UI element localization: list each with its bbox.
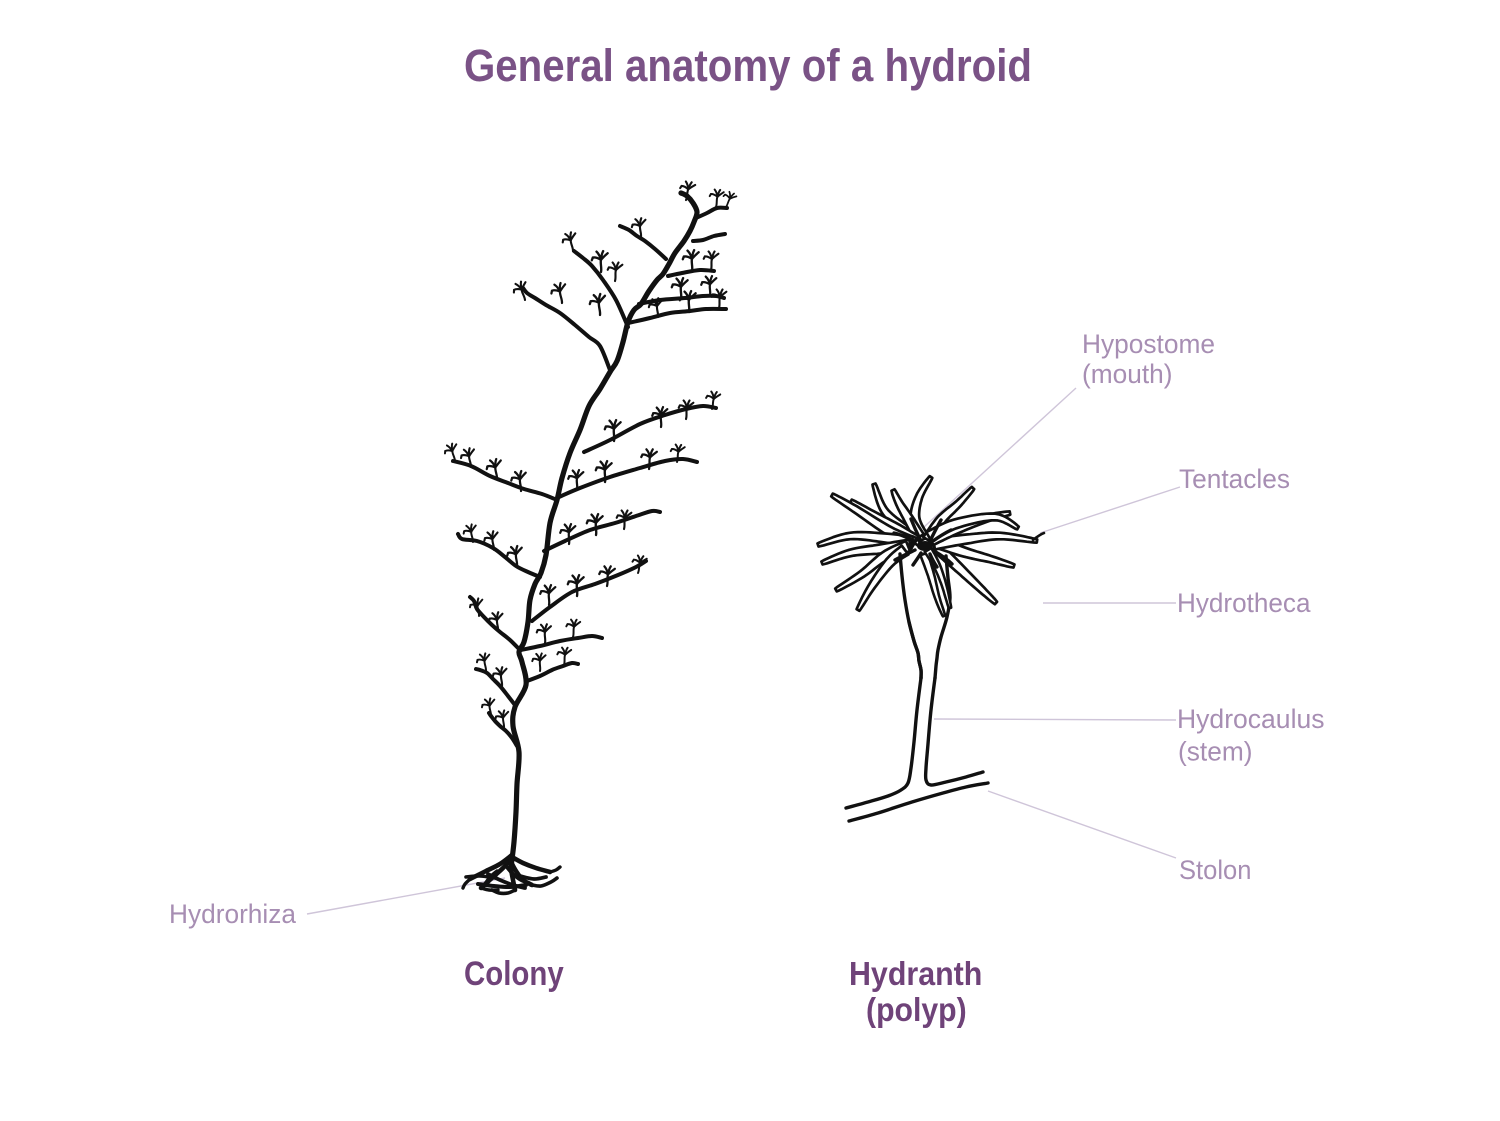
svg-text:(stem): (stem) [1178, 737, 1253, 767]
svg-text:Hypostome: Hypostome [1082, 329, 1215, 359]
svg-text:Hydranth: Hydranth [849, 956, 982, 993]
svg-text:Colony: Colony [464, 955, 564, 993]
svg-text:Hydrorhiza: Hydrorhiza [169, 899, 297, 929]
svg-text:General anatomy of a hydroid: General anatomy of a hydroid [464, 40, 1032, 91]
svg-text:Stolon: Stolon [1179, 855, 1251, 885]
svg-text:(polyp): (polyp) [866, 992, 967, 1029]
svg-text:Hydrocaulus: Hydrocaulus [1177, 704, 1325, 734]
svg-text:(mouth): (mouth) [1082, 359, 1173, 389]
svg-text:Hydrotheca: Hydrotheca [1177, 588, 1311, 618]
svg-text:Tentacles: Tentacles [1179, 464, 1290, 494]
